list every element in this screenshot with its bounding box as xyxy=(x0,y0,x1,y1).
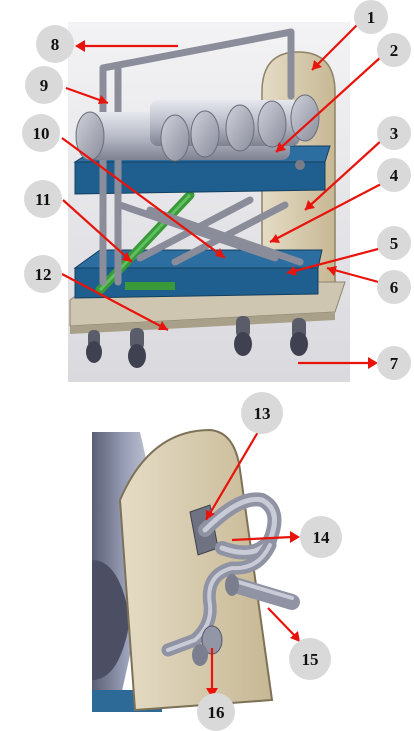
callout-13: 13 xyxy=(241,392,283,434)
callout-13-label: 13 xyxy=(254,404,271,423)
locking-pin xyxy=(225,574,300,610)
callout-12-label: 12 xyxy=(35,265,52,284)
clevis xyxy=(192,625,223,666)
callout-15-label: 15 xyxy=(302,650,319,669)
callout-16: 16 xyxy=(197,693,235,731)
callout-8-label: 8 xyxy=(51,35,60,54)
detail-illustration xyxy=(92,428,300,716)
wheel-front-right xyxy=(234,316,252,356)
arrow-6 xyxy=(326,266,383,285)
arrow-13 xyxy=(205,431,259,521)
wheel-rear-right xyxy=(290,318,308,356)
wheels xyxy=(86,316,308,368)
arrow-4 xyxy=(269,182,384,243)
cart-illustration xyxy=(68,22,350,382)
callout-3: 3 xyxy=(377,116,411,150)
arrow-15 xyxy=(267,607,296,637)
arrow-10 xyxy=(61,137,226,259)
callout-11-label: 11 xyxy=(35,190,51,209)
callout-7: 7 xyxy=(377,346,411,380)
wheel-rear-left xyxy=(86,330,102,363)
callout-9: 9 xyxy=(25,66,63,104)
arrow-2 xyxy=(275,55,383,153)
callout-4: 4 xyxy=(377,158,411,192)
arrow-3 xyxy=(304,139,383,211)
callout-9-label: 9 xyxy=(40,76,49,95)
callout-3-label: 3 xyxy=(390,124,399,143)
scissor-mechanism xyxy=(116,196,304,266)
arrow-1 xyxy=(311,23,359,71)
callout-16-label: 16 xyxy=(208,703,225,722)
callout-2-label: 2 xyxy=(390,41,399,60)
callout-15: 15 xyxy=(289,638,331,680)
callout-1: 1 xyxy=(354,0,388,34)
callout-11: 11 xyxy=(24,180,62,218)
arrow-14 xyxy=(231,535,293,542)
callout-4-label: 4 xyxy=(390,166,399,185)
callout-1-label: 1 xyxy=(367,8,376,27)
callout-6: 6 xyxy=(377,270,411,304)
callout-14: 14 xyxy=(300,516,342,558)
tube-assembly xyxy=(161,492,282,657)
arrow-12 xyxy=(61,273,169,331)
callout-8: 8 xyxy=(36,25,74,63)
handle-frame xyxy=(99,28,295,286)
arrow-5 xyxy=(286,246,383,275)
callout-10-label: 10 xyxy=(33,124,50,143)
callout-bubbles: 1 2 3 4 5 6 7 8 xyxy=(22,0,411,731)
callout-5-label: 5 xyxy=(390,234,399,253)
callout-7-label: 7 xyxy=(390,354,399,373)
callout-5: 5 xyxy=(377,226,411,260)
cylinder-stack xyxy=(75,94,320,162)
wheel-front-left xyxy=(128,328,146,368)
callout-10: 10 xyxy=(22,114,60,152)
callout-2: 2 xyxy=(377,33,411,67)
callout-12: 12 xyxy=(24,255,62,293)
arrow-11 xyxy=(62,199,133,263)
callout-6-label: 6 xyxy=(390,278,399,297)
callout-arrows xyxy=(61,23,384,698)
callout-14-label: 14 xyxy=(313,528,331,547)
